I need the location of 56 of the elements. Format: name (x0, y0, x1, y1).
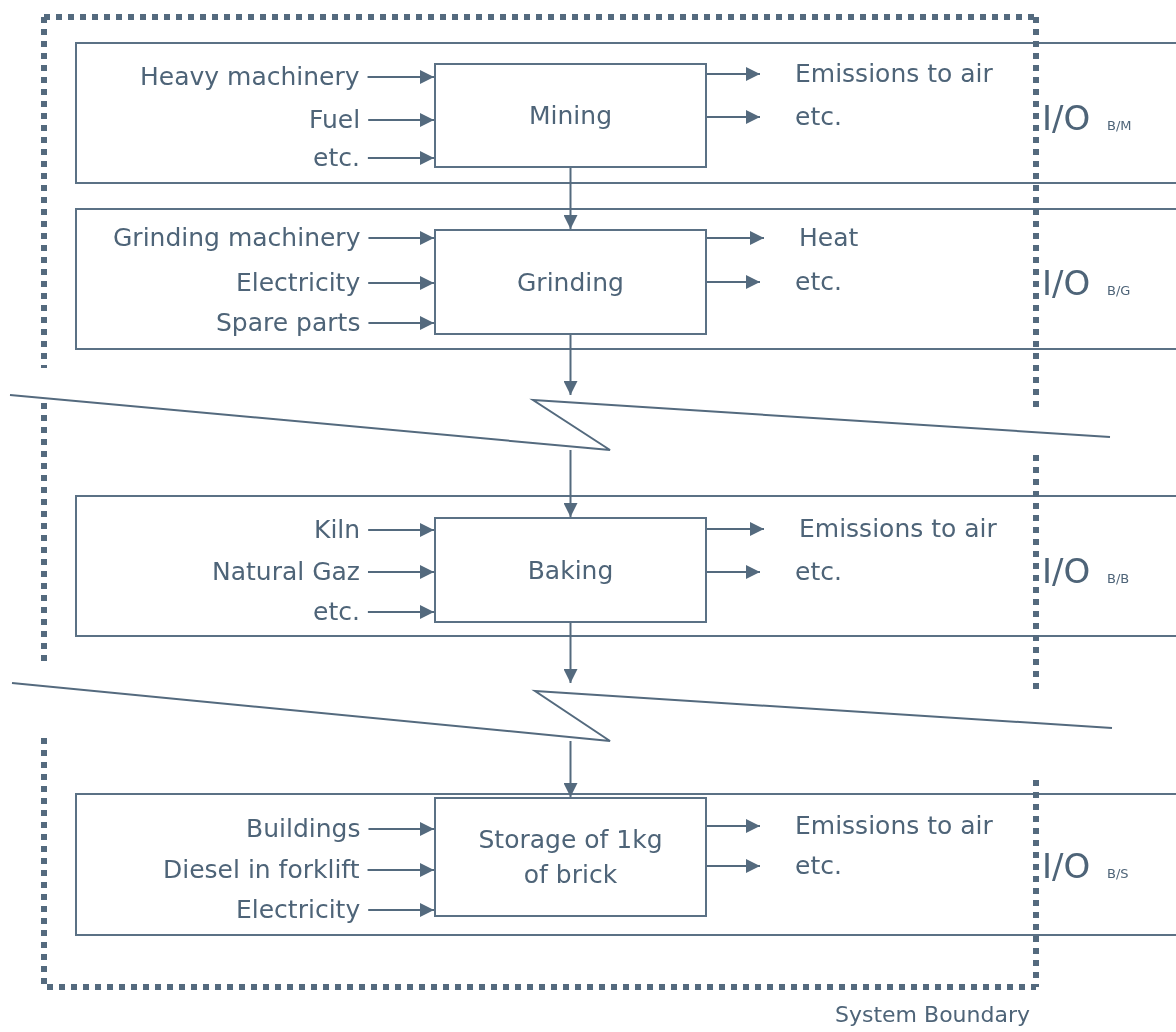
arrow (366, 863, 435, 877)
arrow (706, 275, 761, 289)
break-symbol (12, 683, 1112, 741)
input-label: Grinding machinery (113, 223, 361, 253)
arrow (563, 334, 578, 396)
arrow (706, 231, 765, 245)
output-label: etc. (795, 102, 842, 132)
process-box: Storage of 1kg of brick (434, 797, 707, 917)
arrow (367, 565, 435, 579)
process-box: Baking (434, 517, 707, 623)
input-label: etc. (313, 143, 360, 173)
process-box: Mining (434, 63, 707, 168)
input-label: Fuel (309, 105, 361, 135)
input-label: Spare parts (216, 308, 361, 338)
process-band (75, 495, 1176, 637)
arrow (563, 740, 578, 798)
input-label: Heavy machinery (140, 62, 360, 92)
input-label: Electricity (236, 268, 361, 298)
arrow (367, 523, 435, 537)
arrow (366, 70, 435, 84)
arrow (367, 822, 435, 836)
output-label: etc. (795, 267, 842, 297)
arrow (706, 859, 761, 873)
output-label: Emissions to air (799, 514, 997, 544)
arrow (706, 522, 765, 536)
arrow (706, 565, 761, 579)
arrow (563, 449, 578, 518)
process-box: Grinding (434, 229, 707, 335)
input-label: Electricity (236, 895, 361, 925)
input-label: Kiln (314, 515, 361, 545)
input-label: Diesel in forklift (163, 855, 360, 885)
arrow (367, 316, 435, 330)
arrow (367, 276, 435, 290)
input-label: Buildings (246, 814, 361, 844)
arrow (563, 622, 578, 684)
input-label: Natural Gaz (212, 557, 360, 587)
arrow (366, 605, 435, 619)
arrow (706, 819, 761, 833)
process-band (75, 793, 1176, 936)
arrow (367, 903, 435, 917)
arrow (563, 167, 578, 230)
output-label: Heat (799, 223, 859, 253)
arrow (706, 110, 761, 124)
boundary-label: System Boundary (835, 1002, 1030, 1027)
arrow (367, 231, 435, 245)
output-label: etc. (795, 557, 842, 587)
arrow (706, 67, 761, 81)
output-label: etc. (795, 851, 842, 881)
input-label: etc. (313, 597, 360, 627)
process-band (75, 42, 1176, 184)
arrow (366, 151, 435, 165)
break-symbol (10, 395, 1110, 450)
process-band (75, 208, 1176, 350)
output-label: Emissions to air (795, 59, 993, 89)
arrow (367, 113, 435, 127)
output-label: Emissions to air (795, 811, 993, 841)
